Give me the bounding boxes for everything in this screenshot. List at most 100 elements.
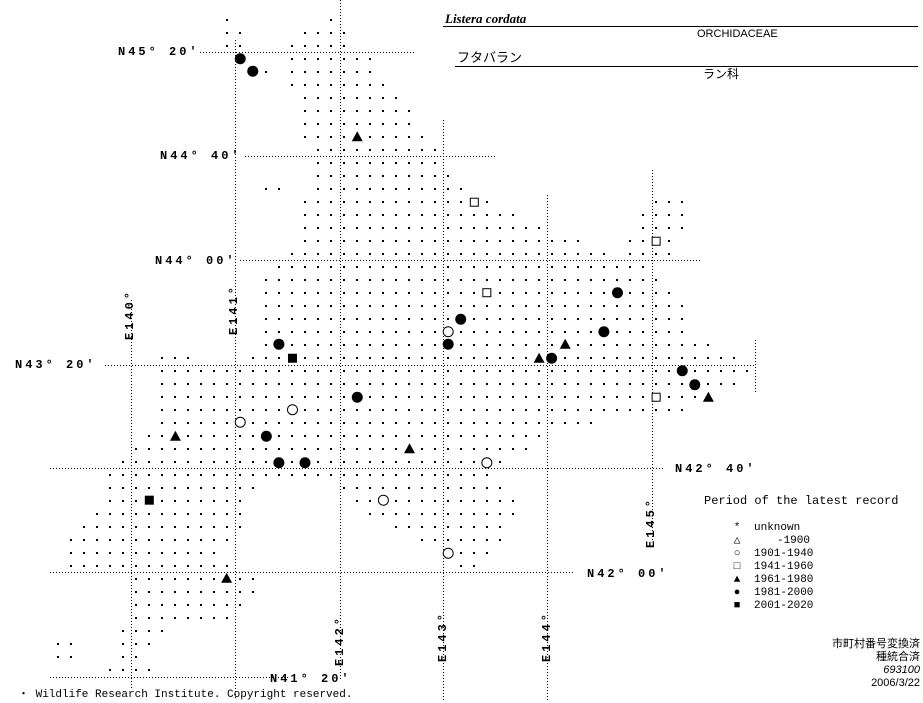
- grid-dot: [408, 214, 410, 216]
- grid-dot: [369, 71, 371, 73]
- grid-dot: [161, 396, 163, 398]
- grid-dot: [486, 266, 488, 268]
- grid-dot: [174, 422, 176, 424]
- grid-dot: [187, 500, 189, 502]
- grid-dot: [421, 266, 423, 268]
- grid-dot: [187, 396, 189, 398]
- grid-dot: [369, 84, 371, 86]
- grid-dot: [70, 656, 72, 658]
- grid-dot: [343, 240, 345, 242]
- grid-dot: [603, 318, 605, 320]
- grid-dot: [369, 500, 371, 502]
- grid-dot: [551, 305, 553, 307]
- grid-dot: [343, 45, 345, 47]
- grid-dot: [512, 370, 514, 372]
- grid-dot: [408, 175, 410, 177]
- grid-dot: [369, 266, 371, 268]
- lon-label-140: E140°: [123, 288, 137, 340]
- grid-dot: [382, 513, 384, 515]
- grid-dot: [512, 214, 514, 216]
- grid-dot: [486, 279, 488, 281]
- grid-dot: [590, 383, 592, 385]
- grid-dot: [499, 409, 501, 411]
- grid-dot: [200, 461, 202, 463]
- grid-dot: [421, 214, 423, 216]
- grid-dot: [499, 253, 501, 255]
- grid-dot: [148, 591, 150, 593]
- grid-dot: [525, 422, 527, 424]
- grid-dot: [161, 422, 163, 424]
- grid-dot: [304, 58, 306, 60]
- grid-dot: [174, 591, 176, 593]
- grid-dot: [616, 409, 618, 411]
- grid-dot: [512, 383, 514, 385]
- grid-dot: [382, 149, 384, 151]
- grid-dot: [486, 448, 488, 450]
- grid-dot: [434, 162, 436, 164]
- grid-dot: [538, 266, 540, 268]
- grid-dot: [356, 227, 358, 229]
- grid-dot: [239, 474, 241, 476]
- grid-dot: [551, 292, 553, 294]
- grid-dot: [447, 266, 449, 268]
- grid-dot: [499, 396, 501, 398]
- grid-dot: [239, 396, 241, 398]
- grid-dot: [330, 175, 332, 177]
- grid-dot: [330, 266, 332, 268]
- grid-dot: [122, 487, 124, 489]
- grid-dot: [200, 539, 202, 541]
- grid-dot: [265, 331, 267, 333]
- grid-dot: [642, 357, 644, 359]
- legend-label: unknown: [754, 522, 801, 534]
- grid-dot: [668, 253, 670, 255]
- legend-label: 1941-1960: [754, 561, 814, 573]
- open-triangle-icon: △: [733, 535, 741, 547]
- grid-dot: [239, 526, 241, 528]
- grid-dot: [330, 448, 332, 450]
- grid-dot: [434, 240, 436, 242]
- grid-dot: [564, 279, 566, 281]
- grid-dot: [317, 318, 319, 320]
- grid-dot: [434, 253, 436, 255]
- grid-dot: [278, 396, 280, 398]
- grid-dot: [395, 149, 397, 151]
- grid-dot: [226, 409, 228, 411]
- grid-dot: [486, 500, 488, 502]
- grid-dot: [369, 201, 371, 203]
- grid-dot: [538, 409, 540, 411]
- grid-dot: [460, 409, 462, 411]
- grid-dot: [538, 435, 540, 437]
- grid-dot: [499, 383, 501, 385]
- grid-dot: [330, 84, 332, 86]
- grid-dot: [408, 396, 410, 398]
- grid-dot: [369, 292, 371, 294]
- grid-dot: [148, 617, 150, 619]
- grid-dot: [135, 669, 137, 671]
- grid-dot: [577, 253, 579, 255]
- grid-dot: [291, 58, 293, 60]
- lat-label-42-40: N42° 40′: [675, 462, 757, 476]
- grid-dot: [434, 539, 436, 541]
- grid-dot: [317, 331, 319, 333]
- grid-dot: [408, 201, 410, 203]
- open-square-icon: □: [733, 561, 741, 573]
- grid-dot: [642, 383, 644, 385]
- open-square-marker: [482, 288, 492, 298]
- grid-dot: [577, 357, 579, 359]
- species-code: 693100: [883, 664, 920, 676]
- grid-dot: [460, 565, 462, 567]
- grid-dot: [356, 201, 358, 203]
- filled-triangle-icon: ▲: [733, 574, 741, 586]
- grid-dot: [226, 617, 228, 619]
- grid-dot: [408, 526, 410, 528]
- grid-dot: [408, 253, 410, 255]
- filled-circle-marker: [676, 365, 688, 377]
- grid-dot: [486, 487, 488, 489]
- grid-dot: [616, 279, 618, 281]
- grid-dot: [395, 331, 397, 333]
- grid-dot: [395, 214, 397, 216]
- grid-dot: [330, 474, 332, 476]
- grid-dot: [551, 370, 553, 372]
- grid-dot: [408, 136, 410, 138]
- grid-dot: [707, 357, 709, 359]
